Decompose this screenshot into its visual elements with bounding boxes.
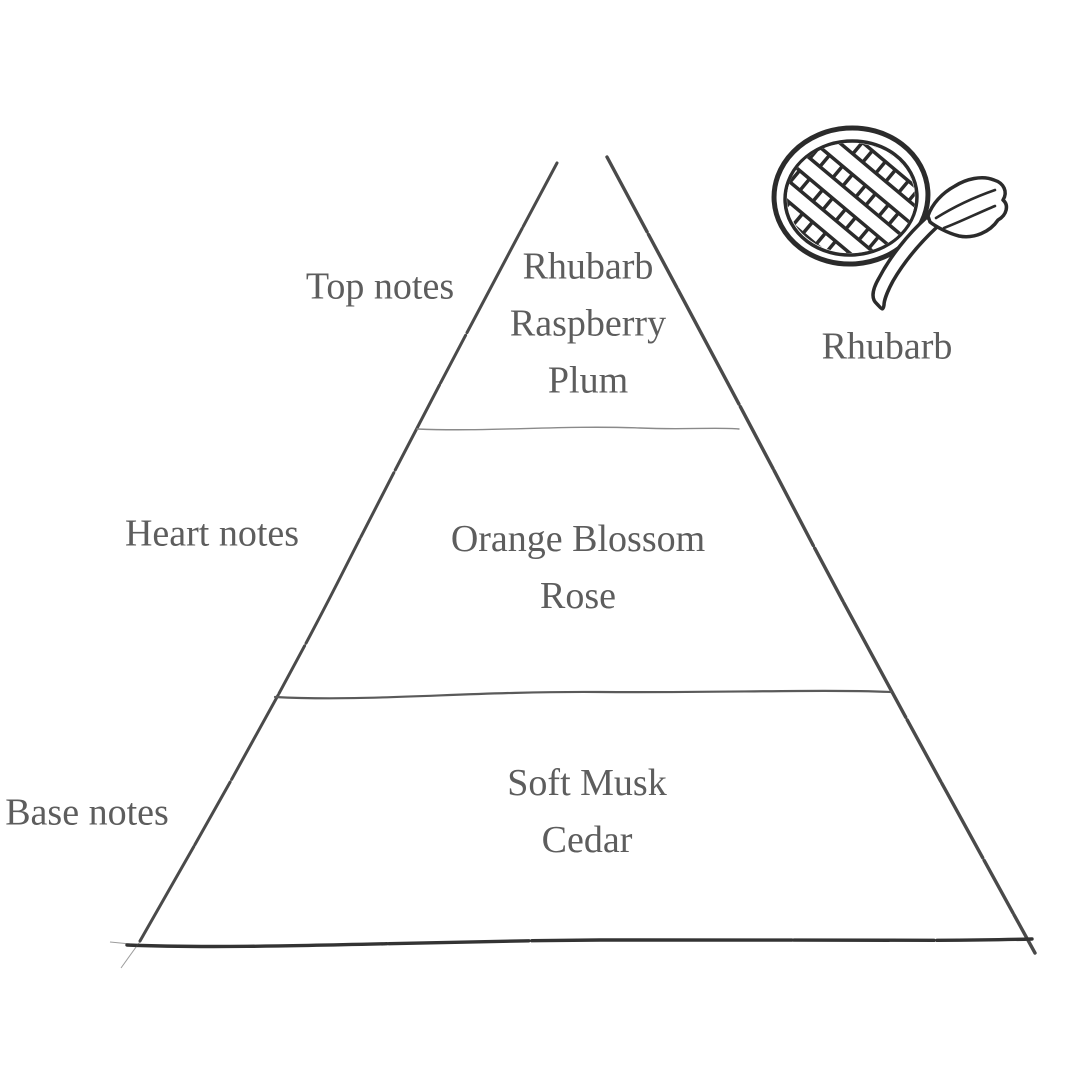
note-item: Cedar	[541, 819, 633, 861]
heart-notes-label: Heart notes	[124, 512, 300, 555]
illustration-caption: Rhubarb	[821, 325, 953, 368]
note-item: Raspberry	[509, 302, 667, 345]
base-notes-list: Soft Musk Cedar	[507, 755, 666, 869]
note-item: Rhubarb	[522, 245, 654, 288]
pyramid-divider-heart-base	[273, 689, 893, 700]
pyramid-left-edge	[138, 161, 559, 943]
top-notes-label: Top notes	[305, 265, 455, 308]
heart-notes-list: Orange Blossom Rose	[451, 511, 705, 625]
note-item: Plum	[547, 359, 629, 402]
top-notes-list: Rhubarb Raspberry Plum	[510, 239, 666, 410]
rhubarb-pie-icon	[771, 125, 1009, 311]
pyramid-right-edge	[605, 155, 1037, 955]
rhubarb-stalk	[871, 215, 939, 311]
base-notes-label: Base notes	[5, 791, 169, 834]
note-item: Rose	[540, 575, 616, 617]
note-item: Orange Blossom	[450, 518, 706, 560]
note-item: Soft Musk	[507, 762, 667, 804]
pyramid-divider-top-heart	[416, 426, 740, 431]
pyramid-base-edge	[125, 937, 1034, 949]
sketch-tail-left	[120, 935, 145, 969]
sketch-tail-base	[109, 941, 132, 945]
